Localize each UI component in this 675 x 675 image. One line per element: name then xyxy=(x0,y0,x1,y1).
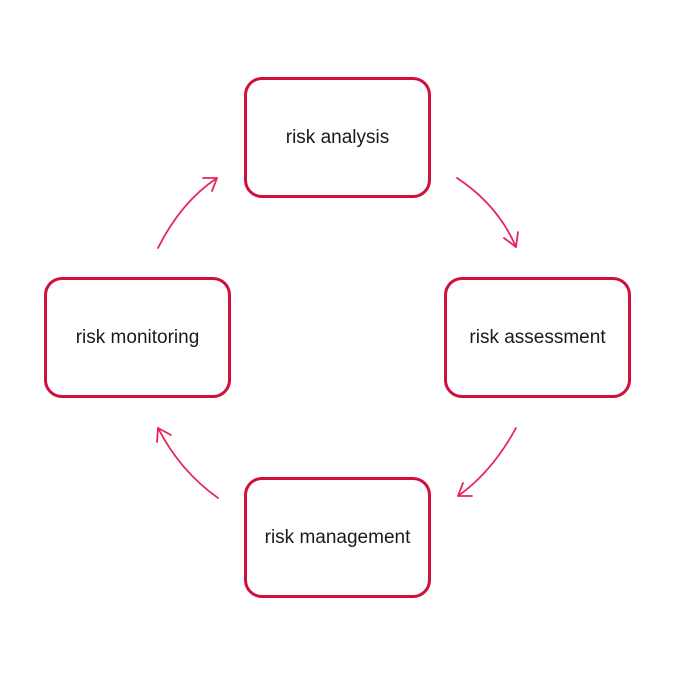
arrow-assessment-to-management xyxy=(457,427,517,497)
node-label: risk analysis xyxy=(285,126,390,148)
node-label: risk monitoring xyxy=(75,326,200,348)
node-risk-assessment: risk assessment xyxy=(444,277,631,398)
node-label: risk assessment xyxy=(469,326,606,348)
node-risk-monitoring: risk monitoring xyxy=(44,277,231,398)
node-label: risk management xyxy=(264,526,411,548)
node-risk-management: risk management xyxy=(244,477,431,598)
node-risk-analysis: risk analysis xyxy=(244,77,431,198)
arrow-monitoring-to-analysis xyxy=(157,177,218,249)
arrow-management-to-monitoring xyxy=(156,427,219,499)
arrow-analysis-to-assessment xyxy=(456,177,519,248)
